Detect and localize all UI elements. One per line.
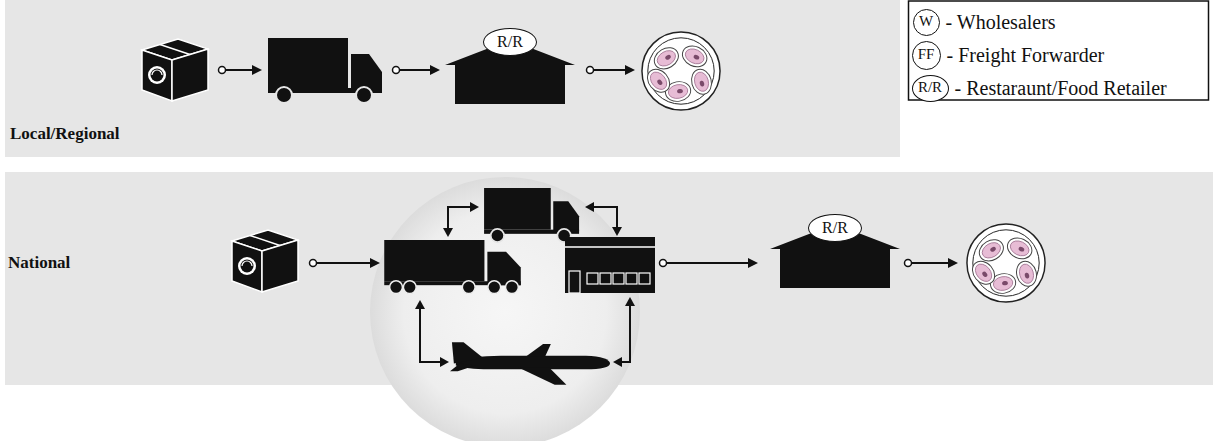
arrow-tail xyxy=(393,67,400,74)
flow-arrow xyxy=(393,65,441,75)
band-ground xyxy=(5,0,900,157)
arrow-tail xyxy=(310,260,317,267)
legend-row: - Restaraunt/Food Retailer xyxy=(955,76,1167,100)
arrow-shaft xyxy=(594,69,628,71)
airplane xyxy=(450,342,610,385)
arrow-shaft xyxy=(420,307,441,362)
legend-row: - Wholesalers xyxy=(946,10,1056,34)
arrow-head xyxy=(443,228,453,237)
arrow-shaft xyxy=(667,262,751,264)
arrow-head xyxy=(948,258,958,268)
role-oval: R/R xyxy=(808,214,862,242)
delivery-truck xyxy=(484,188,579,242)
oyster-plate xyxy=(967,224,1045,302)
band-label: Local/Regional xyxy=(10,124,120,144)
flow-arrow xyxy=(587,65,636,75)
legend-text: - Wholesalers xyxy=(946,10,1056,34)
arrow-shaft xyxy=(400,69,433,71)
arrow-tail xyxy=(905,260,912,267)
delivery-truck xyxy=(268,38,382,103)
legend-symbol: FF xyxy=(912,41,941,70)
oyster-plate xyxy=(642,32,720,110)
arrow-head xyxy=(370,258,380,268)
legend-symbol: W xyxy=(913,9,940,36)
legend-row: - Freight Forwarder xyxy=(947,43,1105,67)
arrow-head xyxy=(625,297,635,306)
arrow-head xyxy=(470,202,479,212)
arrow-shaft xyxy=(593,207,617,228)
arrow-head xyxy=(440,357,449,367)
legend-text: - Freight Forwarder xyxy=(947,43,1105,67)
arrow-head xyxy=(430,65,440,75)
exchange-arrow xyxy=(443,202,479,237)
arrow-shaft xyxy=(912,262,951,264)
role-oval: R/R xyxy=(483,28,537,56)
arrow-head xyxy=(585,202,594,212)
symbol-label: R/R xyxy=(822,219,848,237)
legend-symbol: R/R xyxy=(912,75,949,102)
arrow-head xyxy=(252,65,262,75)
arrow-tail xyxy=(587,67,594,74)
arrow-shaft xyxy=(226,69,255,71)
region-band: Local/Regional R/R xyxy=(5,0,900,157)
flow-arrow xyxy=(660,258,759,268)
symbol-label: W xyxy=(919,13,933,30)
legend-frame xyxy=(909,1,1209,100)
arrow-head xyxy=(748,258,758,268)
flow-arrow xyxy=(219,65,263,75)
flow-arrow xyxy=(310,258,381,268)
arrow-tail xyxy=(219,67,226,74)
exchange-arrow xyxy=(613,297,635,367)
semi-truck xyxy=(384,240,521,294)
arrow-head xyxy=(613,357,622,367)
arrow-shaft xyxy=(621,305,630,362)
legend-text: - Restaraunt/Food Retailer xyxy=(955,76,1167,100)
symbol-label: FF xyxy=(918,46,935,63)
hub-circle xyxy=(370,177,640,441)
arrow-shaft xyxy=(317,262,373,264)
warehouse xyxy=(565,237,655,293)
flow-arrow xyxy=(905,258,959,268)
arrow-shaft xyxy=(448,207,471,229)
symbol-label: R/R xyxy=(497,33,523,51)
region-band: National R/R xyxy=(5,172,1213,385)
band-label: National xyxy=(8,253,70,273)
arrow-head xyxy=(415,300,425,309)
exchange-arrow xyxy=(415,300,449,367)
symbol-label: R/R xyxy=(918,79,942,96)
shipping-box xyxy=(142,39,208,101)
arrow-tail xyxy=(660,260,667,267)
shipping-box xyxy=(232,230,298,292)
exchange-arrow xyxy=(585,202,622,236)
arrow-head xyxy=(625,65,635,75)
arrow-head xyxy=(612,227,622,236)
